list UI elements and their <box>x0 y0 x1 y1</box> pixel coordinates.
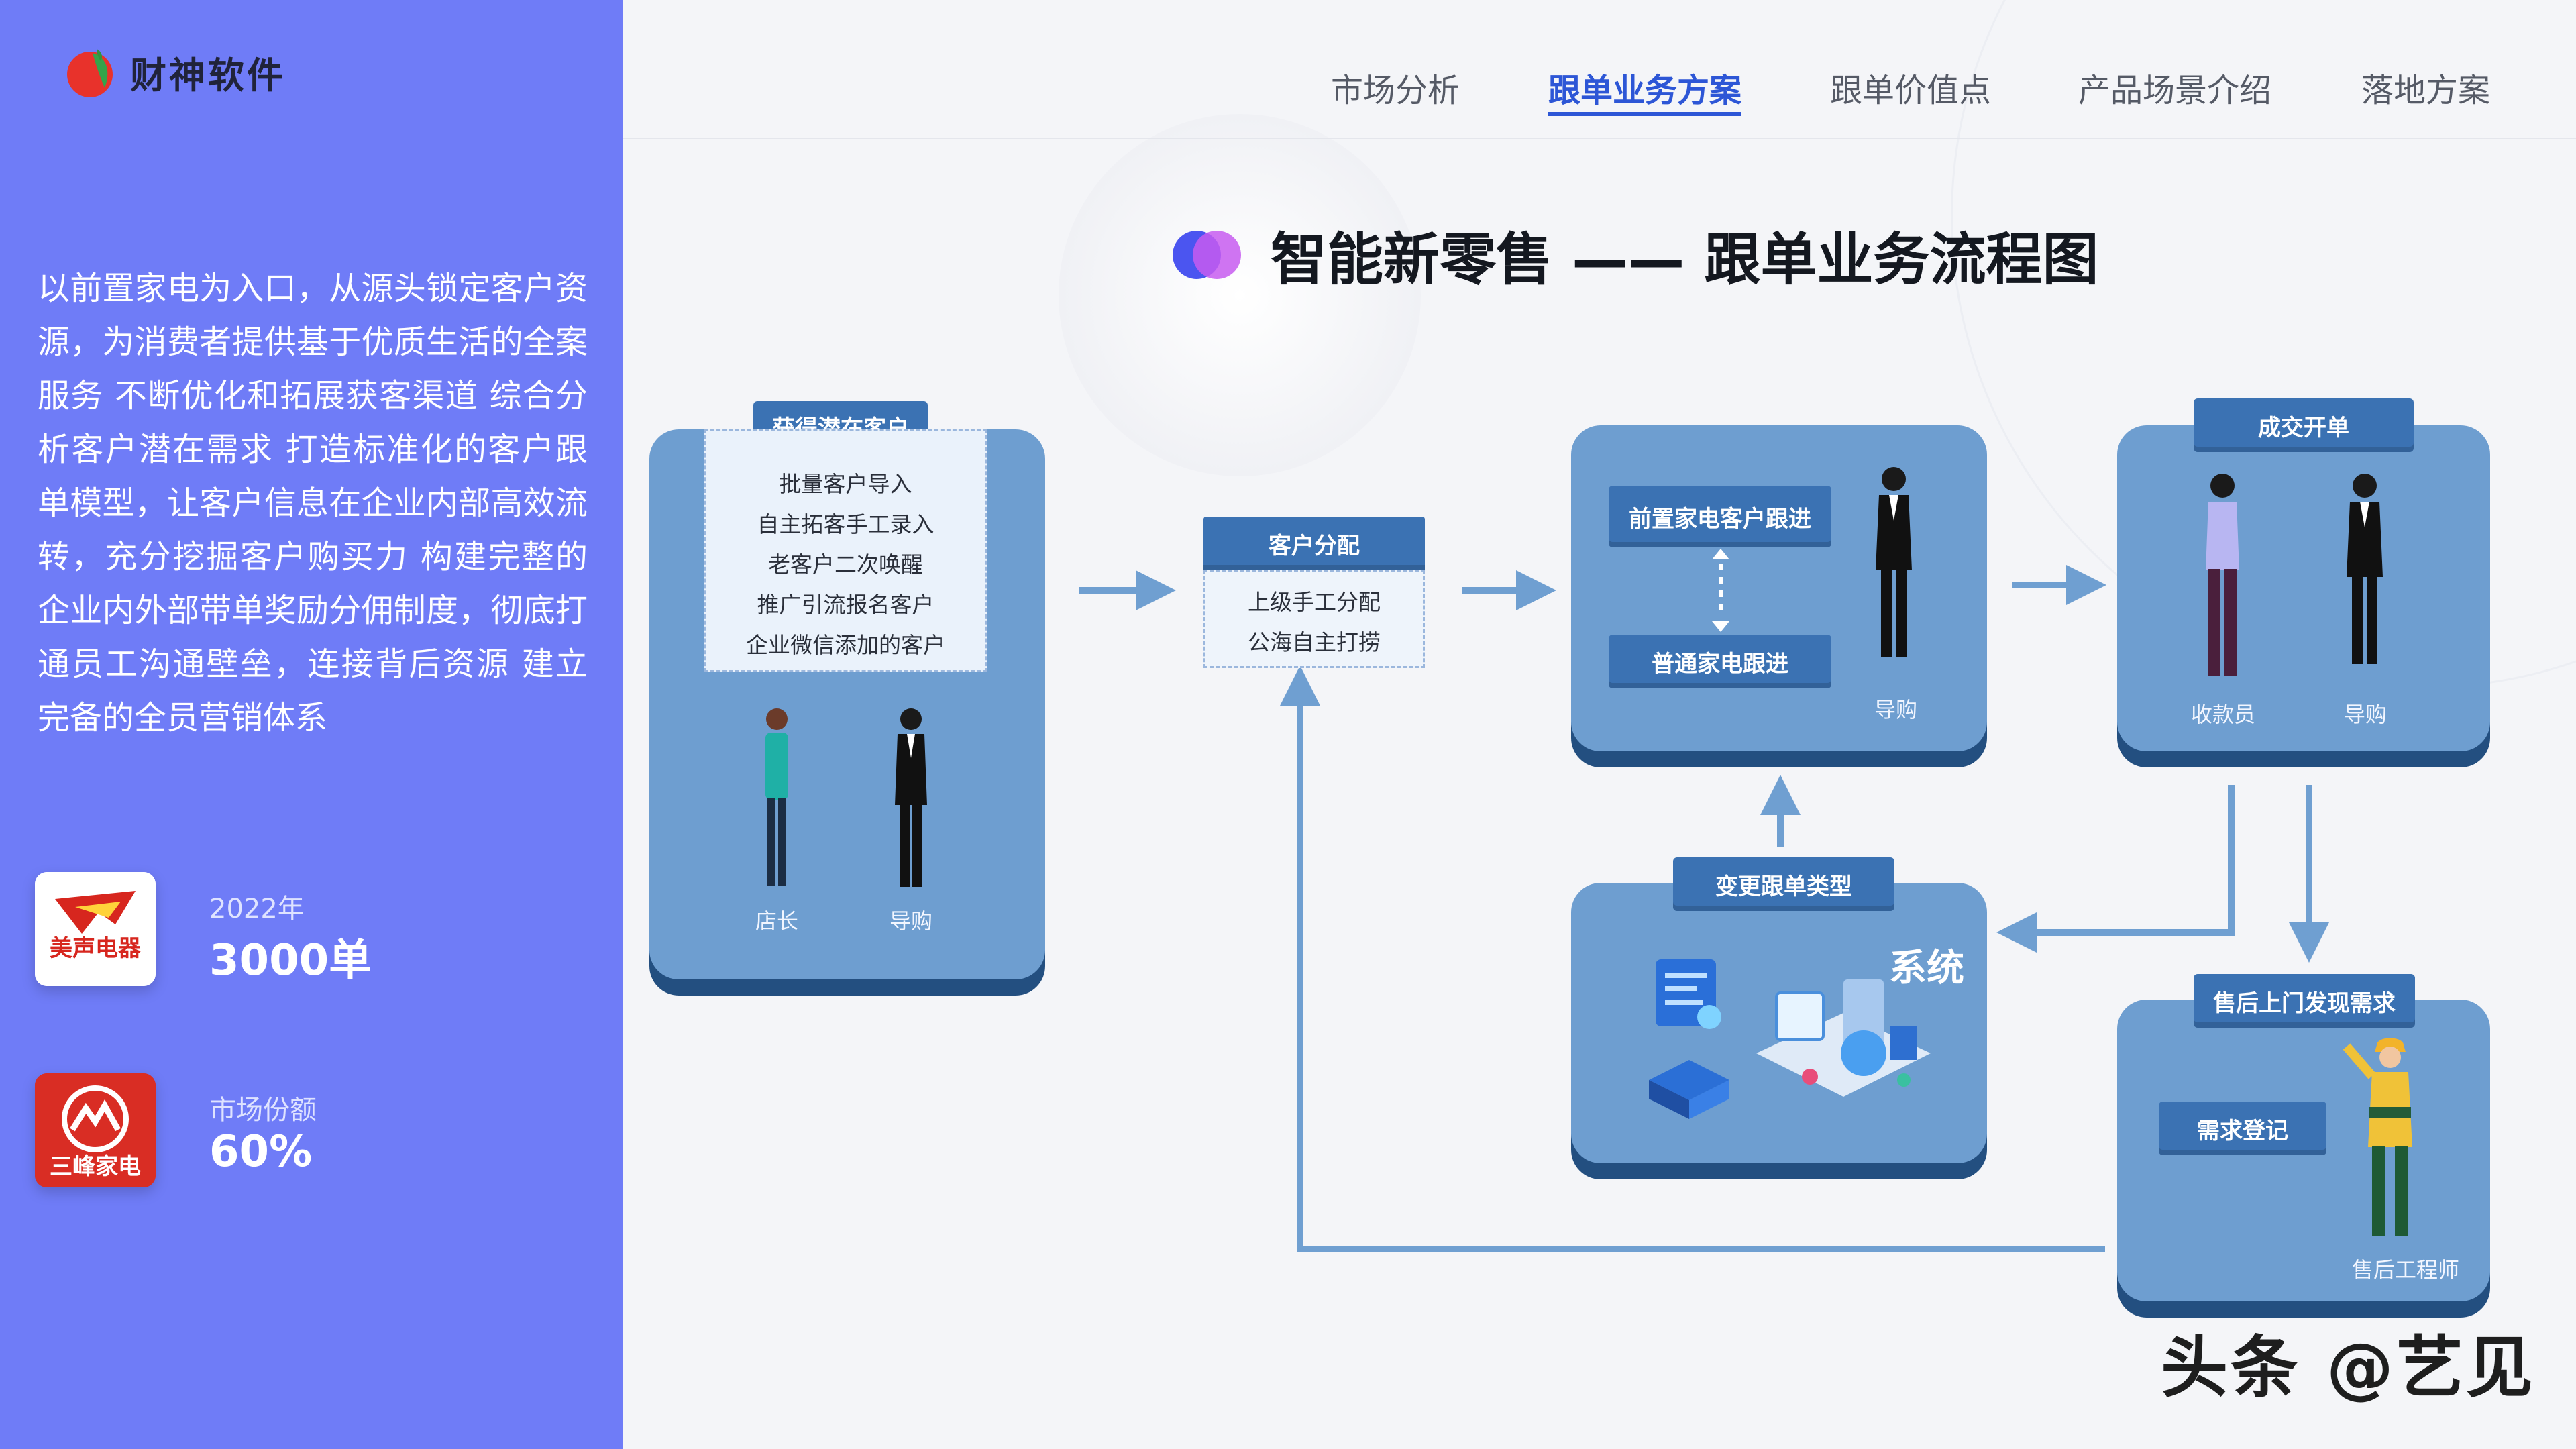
tag-demand-register: 需求登记 <box>2159 1102 2326 1155</box>
brand-mark-icon <box>64 44 121 100</box>
nav-divider <box>623 138 2576 139</box>
page-title: 智能新零售 —— 跟单业务流程图 <box>1271 226 2099 292</box>
stat-card-meisheng: 美声电器 2022年 3000单 <box>35 872 585 993</box>
tag-change-type: 变更跟单类型 <box>1673 857 1894 911</box>
nav-item-market-analysis[interactable]: 市场分析 <box>1331 72 1460 109</box>
aftersale-engineer-figure-icon <box>2343 1038 2412 1236</box>
stat-card-sanfeng: 三峰家电 市场份额 60% <box>35 1073 585 1194</box>
person-label-sales-guide: 导购 <box>2343 702 2387 727</box>
cashier-figure-icon <box>2206 474 2239 676</box>
stat-value: 3000单 <box>209 936 372 985</box>
tag-aftersale: 售后上门发现需求 <box>2194 974 2415 1028</box>
top-nav: 市场分析 跟单业务方案 跟单价值点 产品场景介绍 落地方案 <box>623 64 2576 144</box>
stat-value: 60% <box>209 1127 313 1177</box>
person-label-cashier: 收款员 <box>2190 702 2255 727</box>
brand-logo[interactable]: 财神软件 <box>64 42 286 102</box>
nav-item-label: 跟单业务方案 <box>1548 72 1742 109</box>
person-label-aftersale-engineer: 售后工程师 <box>2351 1257 2459 1283</box>
sanfeng-logo: 三峰家电 <box>35 1073 156 1187</box>
sanfeng-logo-text: 三峰家电 <box>50 1153 141 1180</box>
acquire-source-list: 批量客户导入 自主拓客手工录入 老客户二次唤醒 推广引流报名客户 企业微信添加的… <box>704 429 987 672</box>
list-item: 老客户二次唤醒 <box>768 551 923 578</box>
flow-arrows <box>1079 565 2329 1252</box>
brand-name: 财神软件 <box>130 54 286 97</box>
stat-label: 2022年 <box>209 894 305 924</box>
meisheng-logo-text: 美声电器 <box>50 935 142 962</box>
watermark: 头条 @艺见 <box>2161 1328 2536 1407</box>
panel-follow <box>1571 425 1987 751</box>
list-item: 上级手工分配 <box>1248 589 1381 615</box>
system-illustration-icon <box>1649 959 1931 1119</box>
stat-label: 市场份额 <box>209 1095 317 1126</box>
intro-text: 以前置家电为入口，从源头锁定客户资源，为消费者提供基于优质生活的全案服务 不断优… <box>38 270 588 737</box>
sales-guide-figure-icon <box>1876 467 1912 657</box>
list-item: 企业微信添加的客户 <box>746 632 945 658</box>
list-item: 公海自主打捞 <box>1248 629 1381 655</box>
diagram-title: 智能新零售 —— 跟单业务流程图 <box>1170 215 2099 295</box>
active-underline <box>1548 112 1742 116</box>
title-dots-icon <box>1170 225 1244 285</box>
sidebar: 财神软件 以前置家电为入口，从源头锁定客户资源，为消费者提供基于优质生活的全案服… <box>0 0 623 1449</box>
list-item: 批量客户导入 <box>779 471 912 497</box>
meisheng-logo: 美声电器 <box>35 872 156 986</box>
person-label-sales-guide: 导购 <box>889 908 932 934</box>
sales-guide-figure-icon <box>2347 474 2383 664</box>
nav-item-scenarios[interactable]: 产品场景介绍 <box>2078 72 2272 109</box>
nav-item-landing-plan[interactable]: 落地方案 <box>2361 72 2491 109</box>
panel-deal <box>2117 425 2490 751</box>
sales-guide-figure-icon <box>895 708 927 887</box>
tag-assign: 客户分配 <box>1203 517 1425 570</box>
list-item: 推广引流报名客户 <box>757 592 934 618</box>
tag-follow-regular-appliance: 普通家电跟进 <box>1609 635 1831 688</box>
arrow-deal-to-change <box>1996 785 2235 953</box>
list-item: 自主拓客手工录入 <box>757 511 934 537</box>
arrow-aftersale-to-assign <box>1280 665 2105 1252</box>
decor-circle <box>1059 114 1421 476</box>
nav-item-follow-plan[interactable]: 跟单业务方案 <box>1548 64 1742 116</box>
tag-deal: 成交开单 <box>2194 398 2414 452</box>
system-label: 系统 <box>1889 947 1964 990</box>
person-label-sales-guide: 导购 <box>1874 697 1917 722</box>
assign-method-list: 上级手工分配 公海自主打捞 <box>1203 570 1425 668</box>
store-manager-figure-icon <box>765 708 788 885</box>
bidirectional-arrow-icon <box>1712 549 1729 632</box>
nav-item-value-points[interactable]: 跟单价值点 <box>1830 72 1992 109</box>
person-label-store-manager: 店长 <box>755 908 798 934</box>
main-area: 市场分析 跟单业务方案 跟单价值点 产品场景介绍 落地方案 智能新零售 —— 跟… <box>623 0 2576 1449</box>
tag-follow-front-appliance: 前置家电客户跟进 <box>1609 486 1831 547</box>
